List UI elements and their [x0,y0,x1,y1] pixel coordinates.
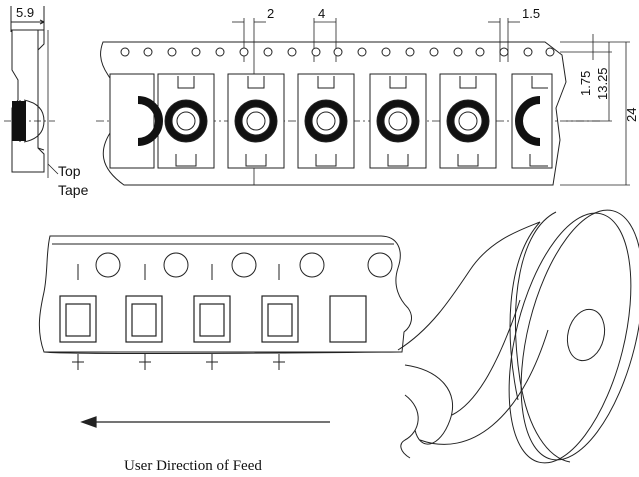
dim-hole-dia: 1.5 [522,6,540,21]
top-view-sprocket-holes [120,47,555,57]
cavity-3 [227,73,285,169]
pocket-filled-1 [59,295,97,343]
dim-edge-to-cavity: 13.25 [595,67,610,100]
pocket-filled-4 [261,295,299,343]
pocket-filled-3 [193,295,231,343]
dim-pitch-b: 4 [318,6,325,21]
top-tape-label-tape: Tape [58,182,89,198]
top-view-cavities [109,73,553,169]
feed-direction-arrow [80,416,330,428]
cavity-2 [157,73,215,169]
reel [397,209,639,464]
side-view [4,6,59,178]
bottom-tape [38,235,412,370]
cavity-1-partial-component [137,96,163,146]
side-view-component [12,101,26,141]
cavity-5 [369,73,427,169]
bottom-sprocket-holes [95,252,393,278]
pocket-filled-2 [125,295,163,343]
feed-direction-caption: User Direction of Feed [124,458,262,474]
cavity-7 [511,73,553,169]
cavity-1 [109,73,155,169]
cavity-4 [297,73,355,169]
pocket-empty [329,295,367,343]
dim-side-width: 5.9 [16,5,34,20]
top-tape-label-top: Top [58,163,81,179]
dim-edge-to-hole: 1.75 [578,71,593,96]
cavity-6 [439,73,497,169]
dim-pitch-a: 2 [267,6,274,21]
bottom-pockets [59,295,367,343]
dim-tape-width: 24 [624,108,639,122]
